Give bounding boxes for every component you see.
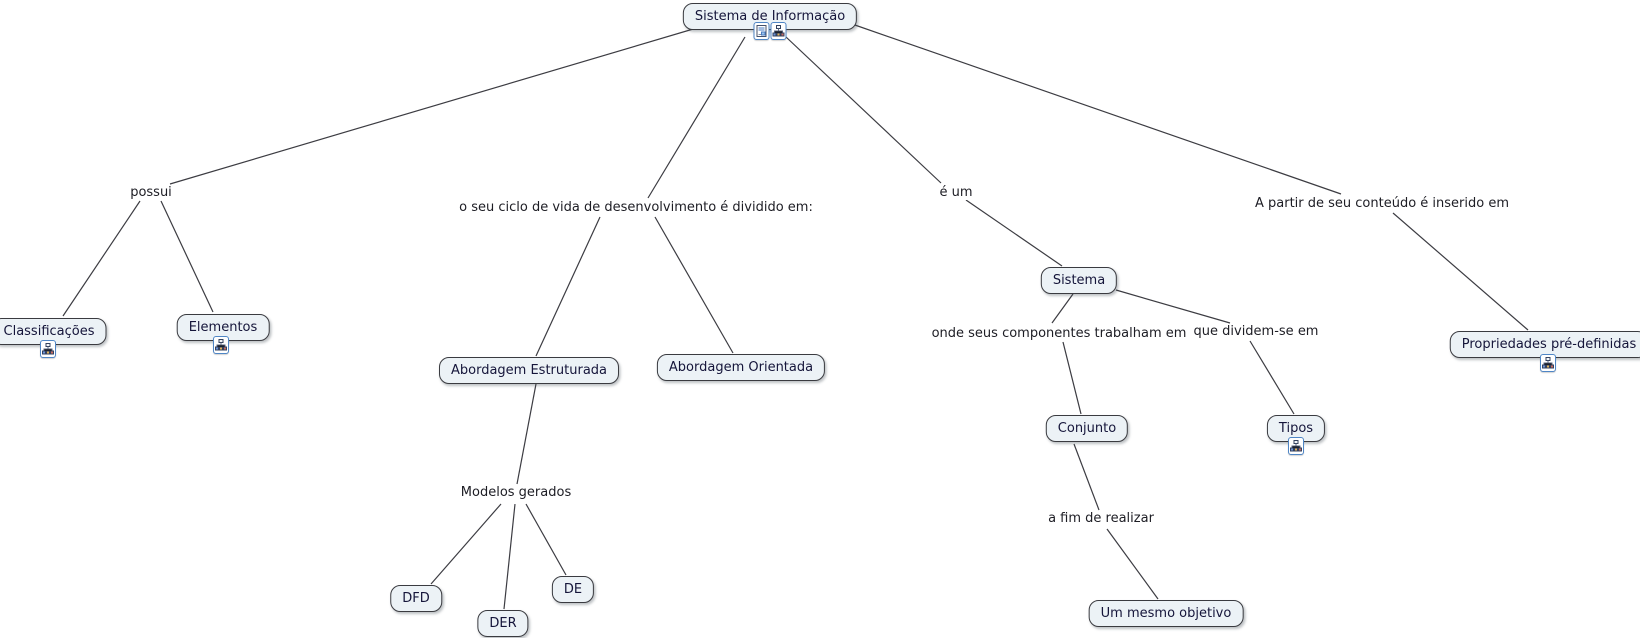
edge-possui-classificacoes: [62, 200, 141, 317]
concept-sistema[interactable]: Sistema: [1040, 267, 1118, 294]
concept-map-icon[interactable]: [40, 340, 56, 358]
edge-root-conteudo: [851, 23, 1342, 195]
edge-modelos-de: [525, 503, 567, 576]
edge-dividem-tipos: [1249, 340, 1295, 415]
concept-abordagem-estruturada[interactable]: Abordagem Estruturada: [438, 357, 620, 384]
phrase-modelos-gerados[interactable]: Modelos gerados: [458, 485, 574, 500]
edge-conjunto-afim: [1073, 443, 1100, 511]
edge-onde-conjunto: [1062, 341, 1082, 415]
document-icon[interactable]: [753, 22, 770, 40]
edge-sistema-onde: [1051, 293, 1074, 324]
resource-icons-elementos: [213, 336, 229, 354]
phrase-conteudo-inserido[interactable]: A partir de seu conteúdo é inserido em: [1252, 196, 1512, 211]
edge-eum-sistema: [965, 199, 1063, 267]
concept-abordagem-orientada[interactable]: Abordagem Orientada: [656, 354, 826, 381]
concept-map-icon[interactable]: [770, 22, 787, 40]
concept-der[interactable]: DER: [477, 610, 529, 637]
phrase-a-fim-de-realizar[interactable]: a fim de realizar: [1046, 511, 1156, 526]
resource-icons-sistema-informacao: [753, 22, 787, 40]
edge-modelos-der: [503, 503, 516, 610]
concept-sistema-de-informacao[interactable]: Sistema de Informação: [682, 3, 858, 30]
concept-map-icon[interactable]: [1540, 354, 1556, 372]
phrase-onde-componentes[interactable]: onde seus componentes trabalham em: [929, 326, 1189, 341]
concept-de[interactable]: DE: [551, 576, 595, 603]
concept-map-icon[interactable]: [213, 336, 229, 354]
edge-root-ciclo: [647, 36, 746, 199]
resource-icons-tipos: [1288, 437, 1304, 455]
edge-estruturada-modelos: [516, 383, 537, 485]
edge-conteudo-propriedades: [1392, 212, 1529, 331]
edge-sistema-dividem: [1115, 289, 1231, 324]
phrase-possui[interactable]: possui: [128, 185, 174, 200]
edge-root-eum: [785, 36, 942, 184]
resource-icons-propriedades: [1540, 354, 1556, 372]
edge-possui-elementos: [160, 200, 214, 313]
edge-ciclo-orientada: [654, 216, 734, 354]
edge-root-possui: [169, 26, 701, 185]
edge-modelos-dfd: [430, 503, 502, 585]
concept-classificacoes[interactable]: Classificações: [0, 318, 107, 345]
edge-afim-objetivo: [1106, 528, 1159, 600]
concept-um-mesmo-objetivo[interactable]: Um mesmo objetivo: [1088, 600, 1244, 627]
phrase-ciclo-de-vida[interactable]: o seu ciclo de vida de desenvolvimento é…: [457, 200, 815, 215]
phrase-que-dividem[interactable]: que dividem-se em: [1191, 324, 1321, 339]
phrase-e-um[interactable]: é um: [937, 185, 975, 200]
concept-map-icon[interactable]: [1288, 437, 1304, 455]
concept-propriedades-pre-definidas[interactable]: Propriedades pré-definidas: [1449, 331, 1640, 358]
concept-dfd[interactable]: DFD: [390, 585, 442, 612]
edge-ciclo-estruturada: [535, 216, 601, 357]
concept-conjunto[interactable]: Conjunto: [1045, 415, 1129, 442]
resource-icons-classificacoes: [40, 340, 56, 358]
